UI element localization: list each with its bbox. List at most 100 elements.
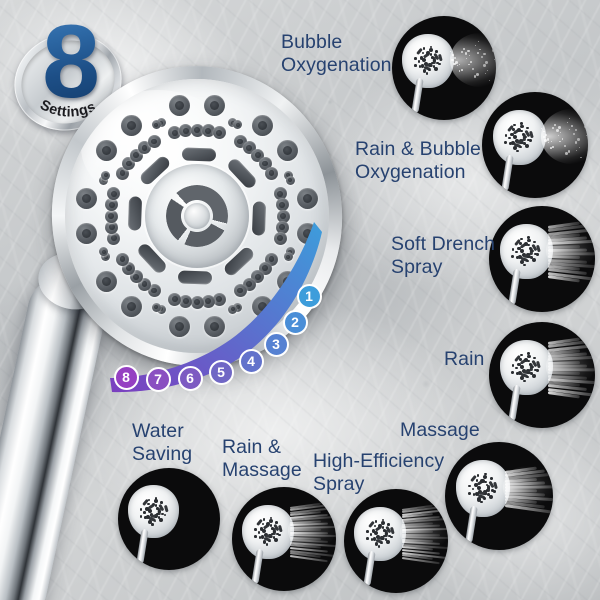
- nozzle: [265, 167, 278, 180]
- preview-nozzle: [148, 509, 152, 513]
- spray-preview-bubble-oxygenation[interactable]: [392, 16, 496, 120]
- nozzle: [202, 295, 215, 308]
- preview-nozzle: [147, 503, 150, 506]
- preview-nozzle: [140, 508, 143, 511]
- nozzle: [233, 120, 242, 129]
- spray-preview-photo: [445, 442, 553, 550]
- nozzle: [284, 252, 293, 261]
- preview-nozzle: [477, 497, 481, 501]
- preview-nozzle: [270, 524, 273, 527]
- preview-nozzle: [151, 523, 154, 526]
- nozzle: [169, 95, 190, 116]
- nozzle: [213, 126, 226, 139]
- preview-water-droplets: [482, 92, 588, 198]
- preview-nozzle: [519, 358, 522, 361]
- nozzle: [101, 171, 110, 180]
- preview-nozzle: [512, 364, 515, 367]
- preview-nozzle: [516, 256, 519, 259]
- spray-preview-high-efficiency-spray[interactable]: [344, 489, 448, 593]
- arc-number-8: 8: [114, 365, 139, 390]
- preview-nozzle: [274, 538, 278, 542]
- preview-nozzle: [366, 530, 369, 533]
- preview-nozzle: [533, 357, 536, 360]
- preview-nozzle: [385, 532, 388, 535]
- arc-number-7: 7: [146, 367, 171, 392]
- nozzle: [191, 296, 204, 309]
- arc-number-3: 3: [264, 332, 289, 357]
- spray-preview-photo: [489, 206, 595, 312]
- spray-preview-photo: [118, 468, 220, 570]
- spray-preview-rain-and-bubble-oxygenation[interactable]: [482, 92, 588, 198]
- preview-nozzle: [489, 495, 493, 499]
- preview-nozzle: [512, 248, 515, 251]
- spray-preview-photo: [392, 16, 496, 120]
- preview-nozzle: [519, 242, 522, 245]
- spray-preview-soft-drench-spray[interactable]: [489, 206, 595, 312]
- preview-nozzle: [515, 251, 518, 254]
- setting-label-rain-and-bubble-oxygenation: Rain & Bubble Oxygenation: [355, 138, 481, 183]
- arc-number-4: 4: [239, 349, 264, 374]
- preview-nozzle: [140, 515, 143, 518]
- preview-nozzle: [536, 369, 539, 372]
- nozzle: [204, 95, 225, 116]
- nozzle: [277, 271, 298, 292]
- spray-preview-massage[interactable]: [445, 442, 553, 550]
- nozzle: [105, 210, 118, 223]
- preview-showerhead-face: [456, 460, 510, 516]
- preview-nozzle: [273, 530, 276, 533]
- nozzle: [121, 296, 142, 317]
- spray-preview-rain-and-massage[interactable]: [232, 487, 336, 591]
- nozzle: [76, 223, 97, 244]
- preview-nozzle: [511, 255, 514, 258]
- nozzle: [274, 232, 287, 245]
- preview-nozzle: [511, 371, 514, 374]
- preview-nozzle: [527, 236, 530, 239]
- preview-nozzle: [366, 537, 369, 540]
- preview-nozzle: [158, 510, 161, 513]
- preview-nozzle: [279, 525, 284, 532]
- preview-nozzle: [532, 258, 536, 262]
- arc-number-1: 1: [297, 284, 322, 309]
- preview-nozzle: [520, 365, 524, 369]
- preview-nozzle: [278, 534, 281, 537]
- preview-nozzle: [468, 492, 471, 495]
- spray-preview-water-saving[interactable]: [118, 468, 220, 570]
- spray-preview-photo: [232, 487, 336, 591]
- setting-label-rain-and-massage: Rain & Massage: [222, 436, 302, 481]
- preview-handle: [508, 269, 520, 306]
- arc-number-2: 2: [283, 310, 308, 335]
- preview-nozzle: [480, 479, 484, 483]
- preview-nozzle: [382, 526, 385, 529]
- preview-nozzle: [524, 242, 528, 246]
- preview-nozzle: [380, 542, 383, 545]
- preview-nozzle: [266, 543, 269, 546]
- preview-nozzle: [536, 245, 541, 252]
- preview-nozzle: [527, 352, 530, 355]
- preview-nozzle: [473, 493, 476, 496]
- preview-water-mist: [503, 466, 552, 509]
- preview-nozzle: [143, 511, 146, 514]
- preview-nozzle: [484, 493, 487, 496]
- nozzle: [169, 316, 190, 337]
- preview-nozzle: [258, 531, 261, 534]
- nozzle: [96, 271, 117, 292]
- spray-preview-rain[interactable]: [489, 322, 595, 428]
- preview-nozzle: [254, 528, 257, 531]
- spray-preview-photo: [489, 322, 595, 428]
- preview-nozzle: [536, 361, 541, 368]
- preview-nozzle: [526, 260, 529, 263]
- nozzle: [252, 296, 273, 317]
- preview-nozzle: [375, 520, 378, 523]
- preview-nozzle: [516, 372, 519, 375]
- preview-water-mist: [400, 512, 447, 554]
- preview-showerhead-face: [500, 340, 553, 395]
- nozzle: [204, 316, 225, 337]
- preview-water-mist: [546, 229, 594, 271]
- nozzle: [116, 253, 129, 266]
- nozzle: [96, 140, 117, 161]
- nozzle: [234, 284, 247, 297]
- nozzle: [148, 135, 161, 148]
- preview-nozzle: [520, 249, 524, 253]
- preview-nozzle: [262, 523, 265, 526]
